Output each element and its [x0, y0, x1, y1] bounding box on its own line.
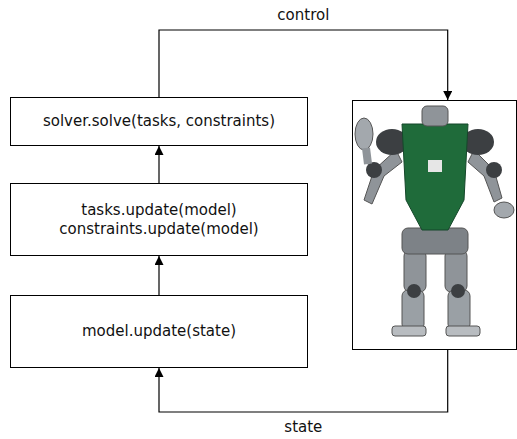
code-text: solver.solve(tasks, constraints) [43, 112, 275, 131]
edge-label: state [281, 418, 325, 436]
code-text: model.update(state) [82, 322, 236, 341]
flow-arrow [159, 30, 448, 100]
robot-frame [352, 100, 517, 350]
process-box: solver.solve(tasks, constraints) [10, 97, 308, 146]
process-box: tasks.update(model)constraints.update(mo… [10, 183, 308, 256]
edge-label: control [274, 6, 332, 24]
flow-arrow [158, 256, 159, 295]
flow-arrow [158, 146, 159, 183]
code-text: tasks.update(model) [81, 201, 236, 220]
code-text: constraints.update(model) [59, 220, 258, 239]
robot-illustration [352, 100, 517, 350]
process-box: model.update(state) [10, 295, 308, 368]
